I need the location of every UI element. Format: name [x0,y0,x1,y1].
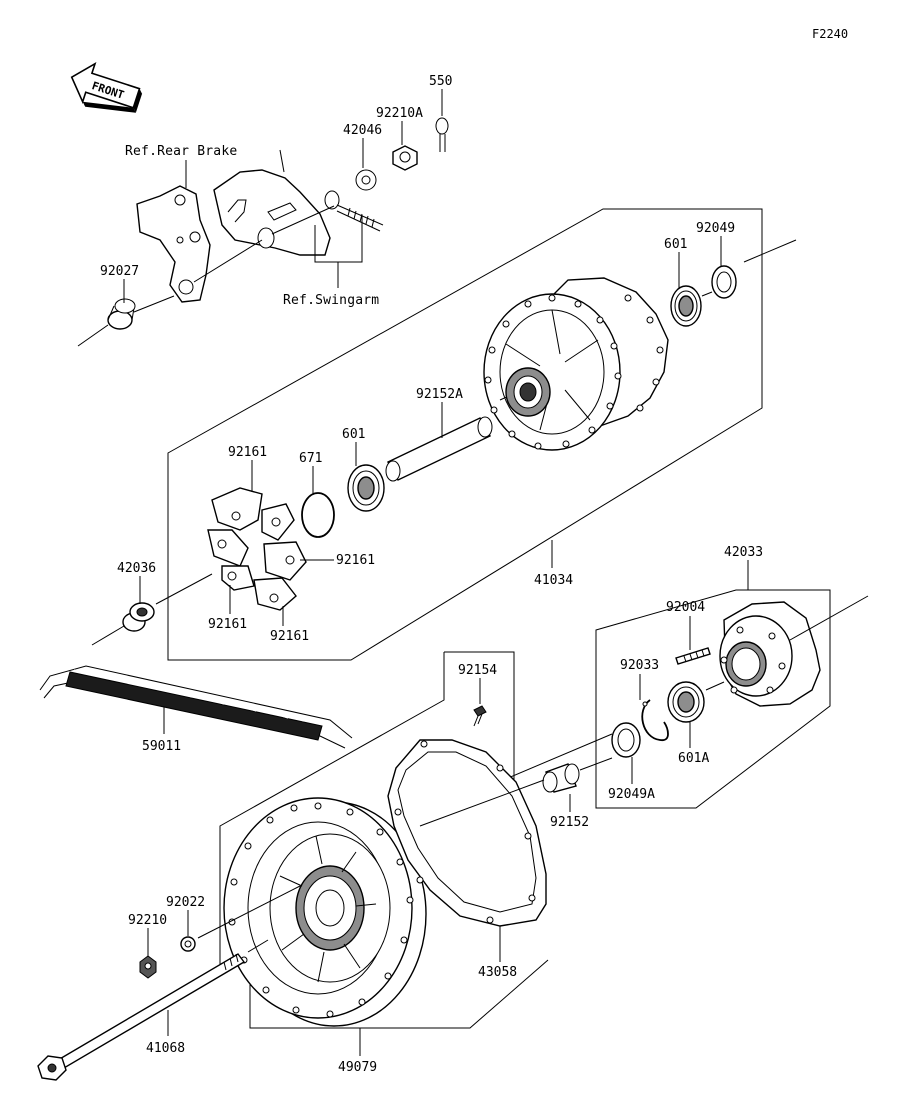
sprocket-hub-box [595,589,831,809]
screw-92154 [473,705,487,727]
callout-92152: 92152 [550,815,589,830]
nut-92210 [139,955,157,979]
drive-belt-59011 [39,665,353,749]
spacer-92152A [385,416,493,482]
ref-swingarm-label: Ref.Swingarm [283,293,379,308]
washer-42046 [355,169,377,191]
callout-92049A: 92049A [608,787,655,802]
wheel-box-top [444,651,515,780]
circlip-92033 [641,699,669,741]
rear-hub-41034 [483,277,669,451]
callout-671: 671 [299,451,322,466]
callout-41068: 41068 [146,1041,185,1056]
bearing-601-right [670,285,702,327]
cotter-pin-550 [435,117,449,152]
spacer-92152 [542,763,580,793]
damper-rubbers-92161 [207,487,307,611]
callout-49079: 49079 [338,1060,377,1075]
callout-59011: 59011 [142,739,181,754]
collar-92027 [107,298,136,330]
stud-92004 [675,647,711,665]
callout-41034: 41034 [534,573,573,588]
callout-92161-d: 92161 [270,629,309,644]
ref-rear-brake-label: Ref.Rear Brake [125,144,237,159]
collar-42036 [122,602,155,632]
hub-bolt-holes [484,294,664,450]
sprocket-hub-42033 [719,601,821,707]
callout-42036: 42036 [117,561,156,576]
callout-92033: 92033 [620,658,659,673]
callout-92161-a: 92161 [228,445,267,460]
o-ring-671 [301,492,335,538]
damper-plate-43058 [387,739,547,927]
callout-92027: 92027 [100,264,139,279]
chain-adjuster-bolt [324,190,384,232]
callout-42033: 42033 [724,545,763,560]
washer-92022 [180,936,196,952]
callout-92210: 92210 [128,913,167,928]
figure-code: F2240 [812,27,848,41]
nut-92210A [392,145,418,171]
callout-92161-b: 92161 [336,553,375,568]
callout-92210A: 92210A [376,106,423,121]
callout-92161-c: 92161 [208,617,247,632]
callout-92004: 92004 [666,600,705,615]
callout-550: 550 [429,74,452,89]
bearing-601-left [347,464,385,512]
callout-601-top: 601 [664,237,687,252]
callout-92152A: 92152A [416,387,463,402]
callout-92049-top: 92049 [696,221,735,236]
wheel-rim-49079 [223,797,427,1027]
callout-43058: 43058 [478,965,517,980]
front-arrow-icon: FRONT [70,61,143,113]
swingarm-end [213,149,331,256]
rim-bolt-holes [228,802,414,1018]
callout-92154: 92154 [458,663,497,678]
callout-601A: 601A [678,751,709,766]
callout-92022: 92022 [166,895,205,910]
oil-seal-92049 [711,265,737,299]
hub-assembly-box [167,208,763,661]
rear-brake-bracket [136,185,211,303]
callout-601-mid: 601 [342,427,365,442]
oil-seal-92049A [611,722,641,758]
bearing-601A [667,681,705,723]
axle-41068 [37,953,246,1081]
callout-42046: 42046 [343,123,382,138]
